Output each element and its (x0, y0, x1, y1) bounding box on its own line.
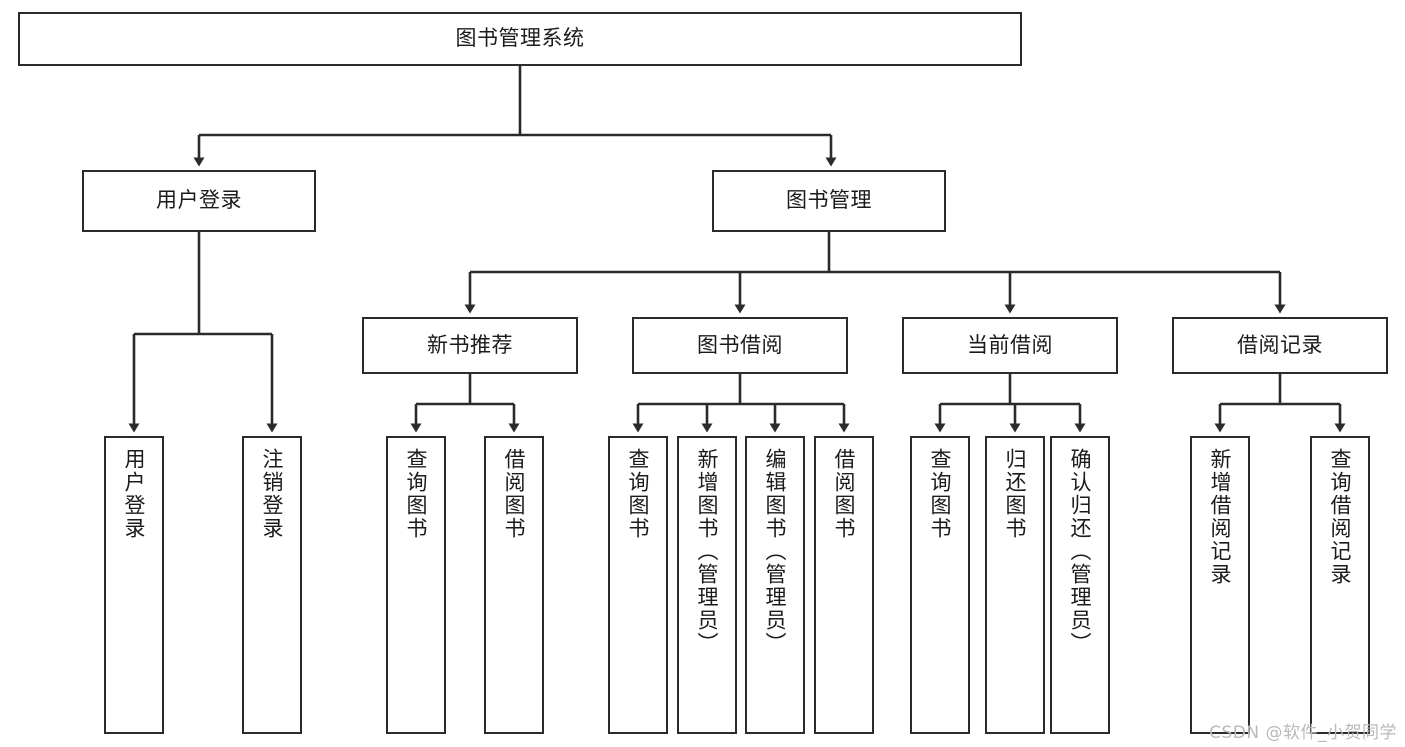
node-current-borrow-label: 当前借阅 (967, 332, 1053, 357)
node-leaf-user-login[interactable]: 用户登录 (104, 436, 164, 734)
node-leaf-edit-book[interactable]: 编辑图书（管理员） (745, 436, 805, 734)
node-leaf-query-book-1[interactable]: 查询图书 (386, 436, 446, 734)
node-book-manage[interactable]: 图书管理 (712, 170, 946, 232)
node-leaf-query-book-2-label: 查询图书 (626, 448, 651, 540)
node-leaf-query-book-3-label: 查询图书 (928, 448, 953, 540)
node-leaf-user-logout[interactable]: 注销登录 (242, 436, 302, 734)
node-leaf-user-logout-label: 注销登录 (260, 448, 285, 540)
node-root-label: 图书管理系统 (455, 26, 585, 51)
node-leaf-return-book-label: 归还图书 (1003, 448, 1028, 540)
node-leaf-confirm-return[interactable]: 确认归还（管理员） (1050, 436, 1110, 734)
node-current-borrow[interactable]: 当前借阅 (902, 317, 1118, 374)
node-book-borrow[interactable]: 图书借阅 (632, 317, 848, 374)
node-leaf-add-book-label: 新增图书（管理员） (695, 448, 720, 655)
node-leaf-query-book-3[interactable]: 查询图书 (910, 436, 970, 734)
node-leaf-query-book-1-label: 查询图书 (404, 448, 429, 540)
node-leaf-borrow-book-2-label: 借阅图书 (832, 448, 857, 540)
node-leaf-query-record-label: 查询借阅记录 (1328, 448, 1353, 586)
node-root[interactable]: 图书管理系统 (18, 12, 1022, 66)
node-new-book-recommend-label: 新书推荐 (427, 332, 513, 357)
node-leaf-add-record[interactable]: 新增借阅记录 (1190, 436, 1250, 734)
node-book-manage-label: 图书管理 (786, 188, 872, 213)
node-user-login-label: 用户登录 (156, 188, 242, 213)
node-leaf-borrow-book-1-label: 借阅图书 (502, 448, 527, 540)
node-leaf-query-record[interactable]: 查询借阅记录 (1310, 436, 1370, 734)
watermark: CSDN @软件_小贺同学 (1209, 723, 1397, 743)
node-borrow-record-label: 借阅记录 (1237, 332, 1323, 357)
node-leaf-query-book-2[interactable]: 查询图书 (608, 436, 668, 734)
node-leaf-borrow-book-2[interactable]: 借阅图书 (814, 436, 874, 734)
node-book-borrow-label: 图书借阅 (697, 332, 783, 357)
node-leaf-add-book[interactable]: 新增图书（管理员） (677, 436, 737, 734)
node-leaf-borrow-book-1[interactable]: 借阅图书 (484, 436, 544, 734)
node-leaf-add-record-label: 新增借阅记录 (1208, 448, 1233, 586)
node-leaf-user-login-label: 用户登录 (122, 448, 147, 540)
node-user-login[interactable]: 用户登录 (82, 170, 316, 232)
node-new-book-recommend[interactable]: 新书推荐 (362, 317, 578, 374)
node-leaf-return-book[interactable]: 归还图书 (985, 436, 1045, 734)
node-leaf-confirm-return-label: 确认归还（管理员） (1068, 448, 1093, 655)
node-leaf-edit-book-label: 编辑图书（管理员） (763, 448, 788, 655)
node-borrow-record[interactable]: 借阅记录 (1172, 317, 1388, 374)
